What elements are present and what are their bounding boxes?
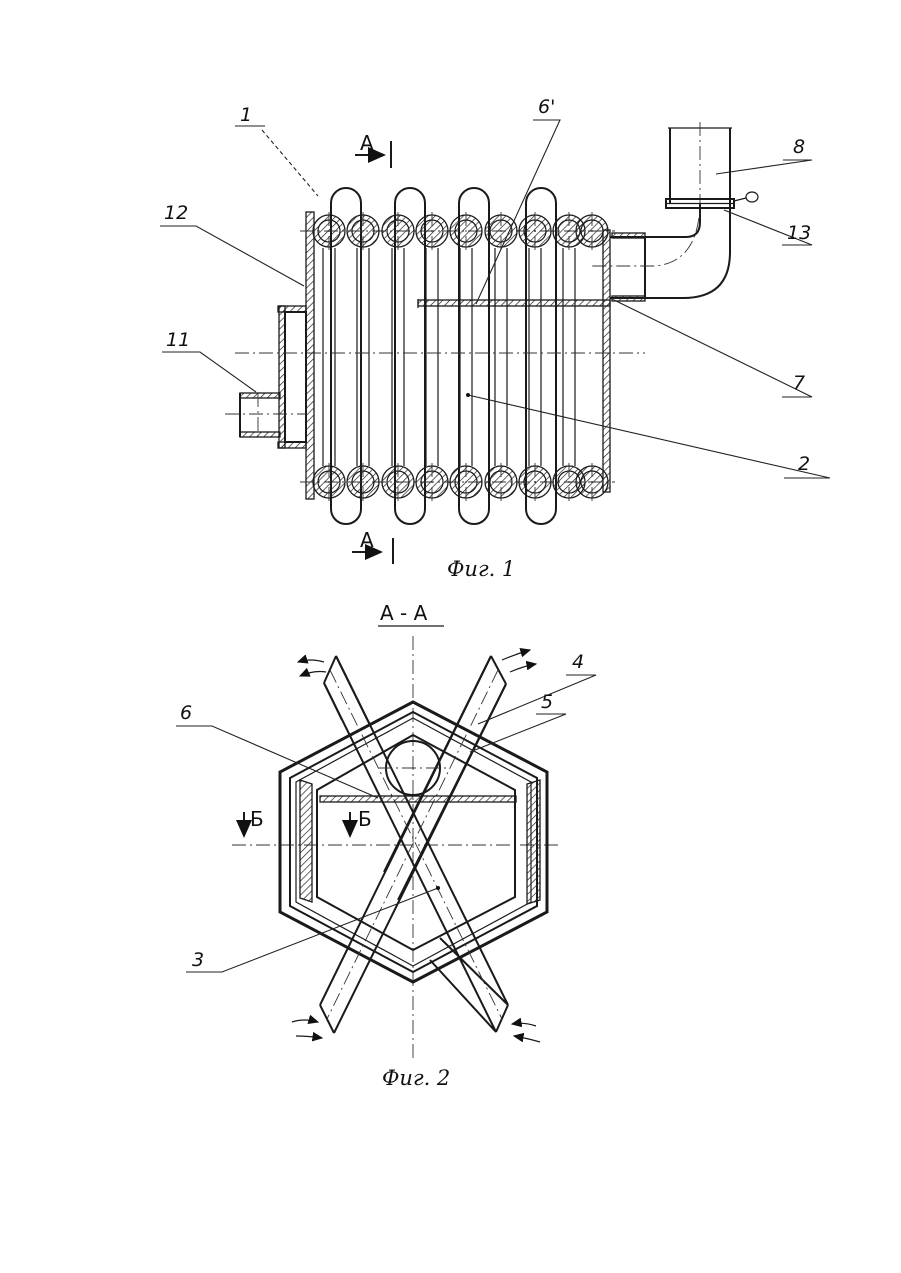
label-3: 3 xyxy=(192,949,204,971)
crossing-tubes xyxy=(292,650,540,1042)
section-marker-top: А xyxy=(355,131,391,168)
tube-overlay xyxy=(324,656,508,1032)
figure-1: А А 1 6' 8 12 13 11 7 2 xyxy=(160,96,830,581)
label-11: 11 xyxy=(166,329,190,351)
label-2: 2 xyxy=(798,453,810,475)
hexagonal-housing xyxy=(280,702,547,982)
figure-2-caption: Фиг. 2 xyxy=(382,1066,450,1090)
cut-letter-right: Б xyxy=(358,807,372,831)
section-letter-top: А xyxy=(360,131,374,155)
label-6-prime: 6' xyxy=(538,96,555,118)
label-5: 5 xyxy=(541,691,553,713)
label-8: 8 xyxy=(793,136,805,158)
label-1: 1 xyxy=(240,104,252,126)
section-marker-bottom: А xyxy=(352,528,393,564)
figure-1-caption: Фиг. 1 xyxy=(447,557,515,581)
figure-2: А - А xyxy=(176,601,596,1090)
label-13: 13 xyxy=(787,222,811,244)
cut-letter-left: Б xyxy=(250,807,264,831)
label-12: 12 xyxy=(164,202,188,224)
label-7: 7 xyxy=(793,372,805,394)
section-title: А - А xyxy=(380,601,428,625)
label-6: 6 xyxy=(180,702,192,724)
section-letter-bottom: А xyxy=(360,528,374,552)
housing-body xyxy=(225,122,758,499)
label-4: 4 xyxy=(572,651,584,673)
